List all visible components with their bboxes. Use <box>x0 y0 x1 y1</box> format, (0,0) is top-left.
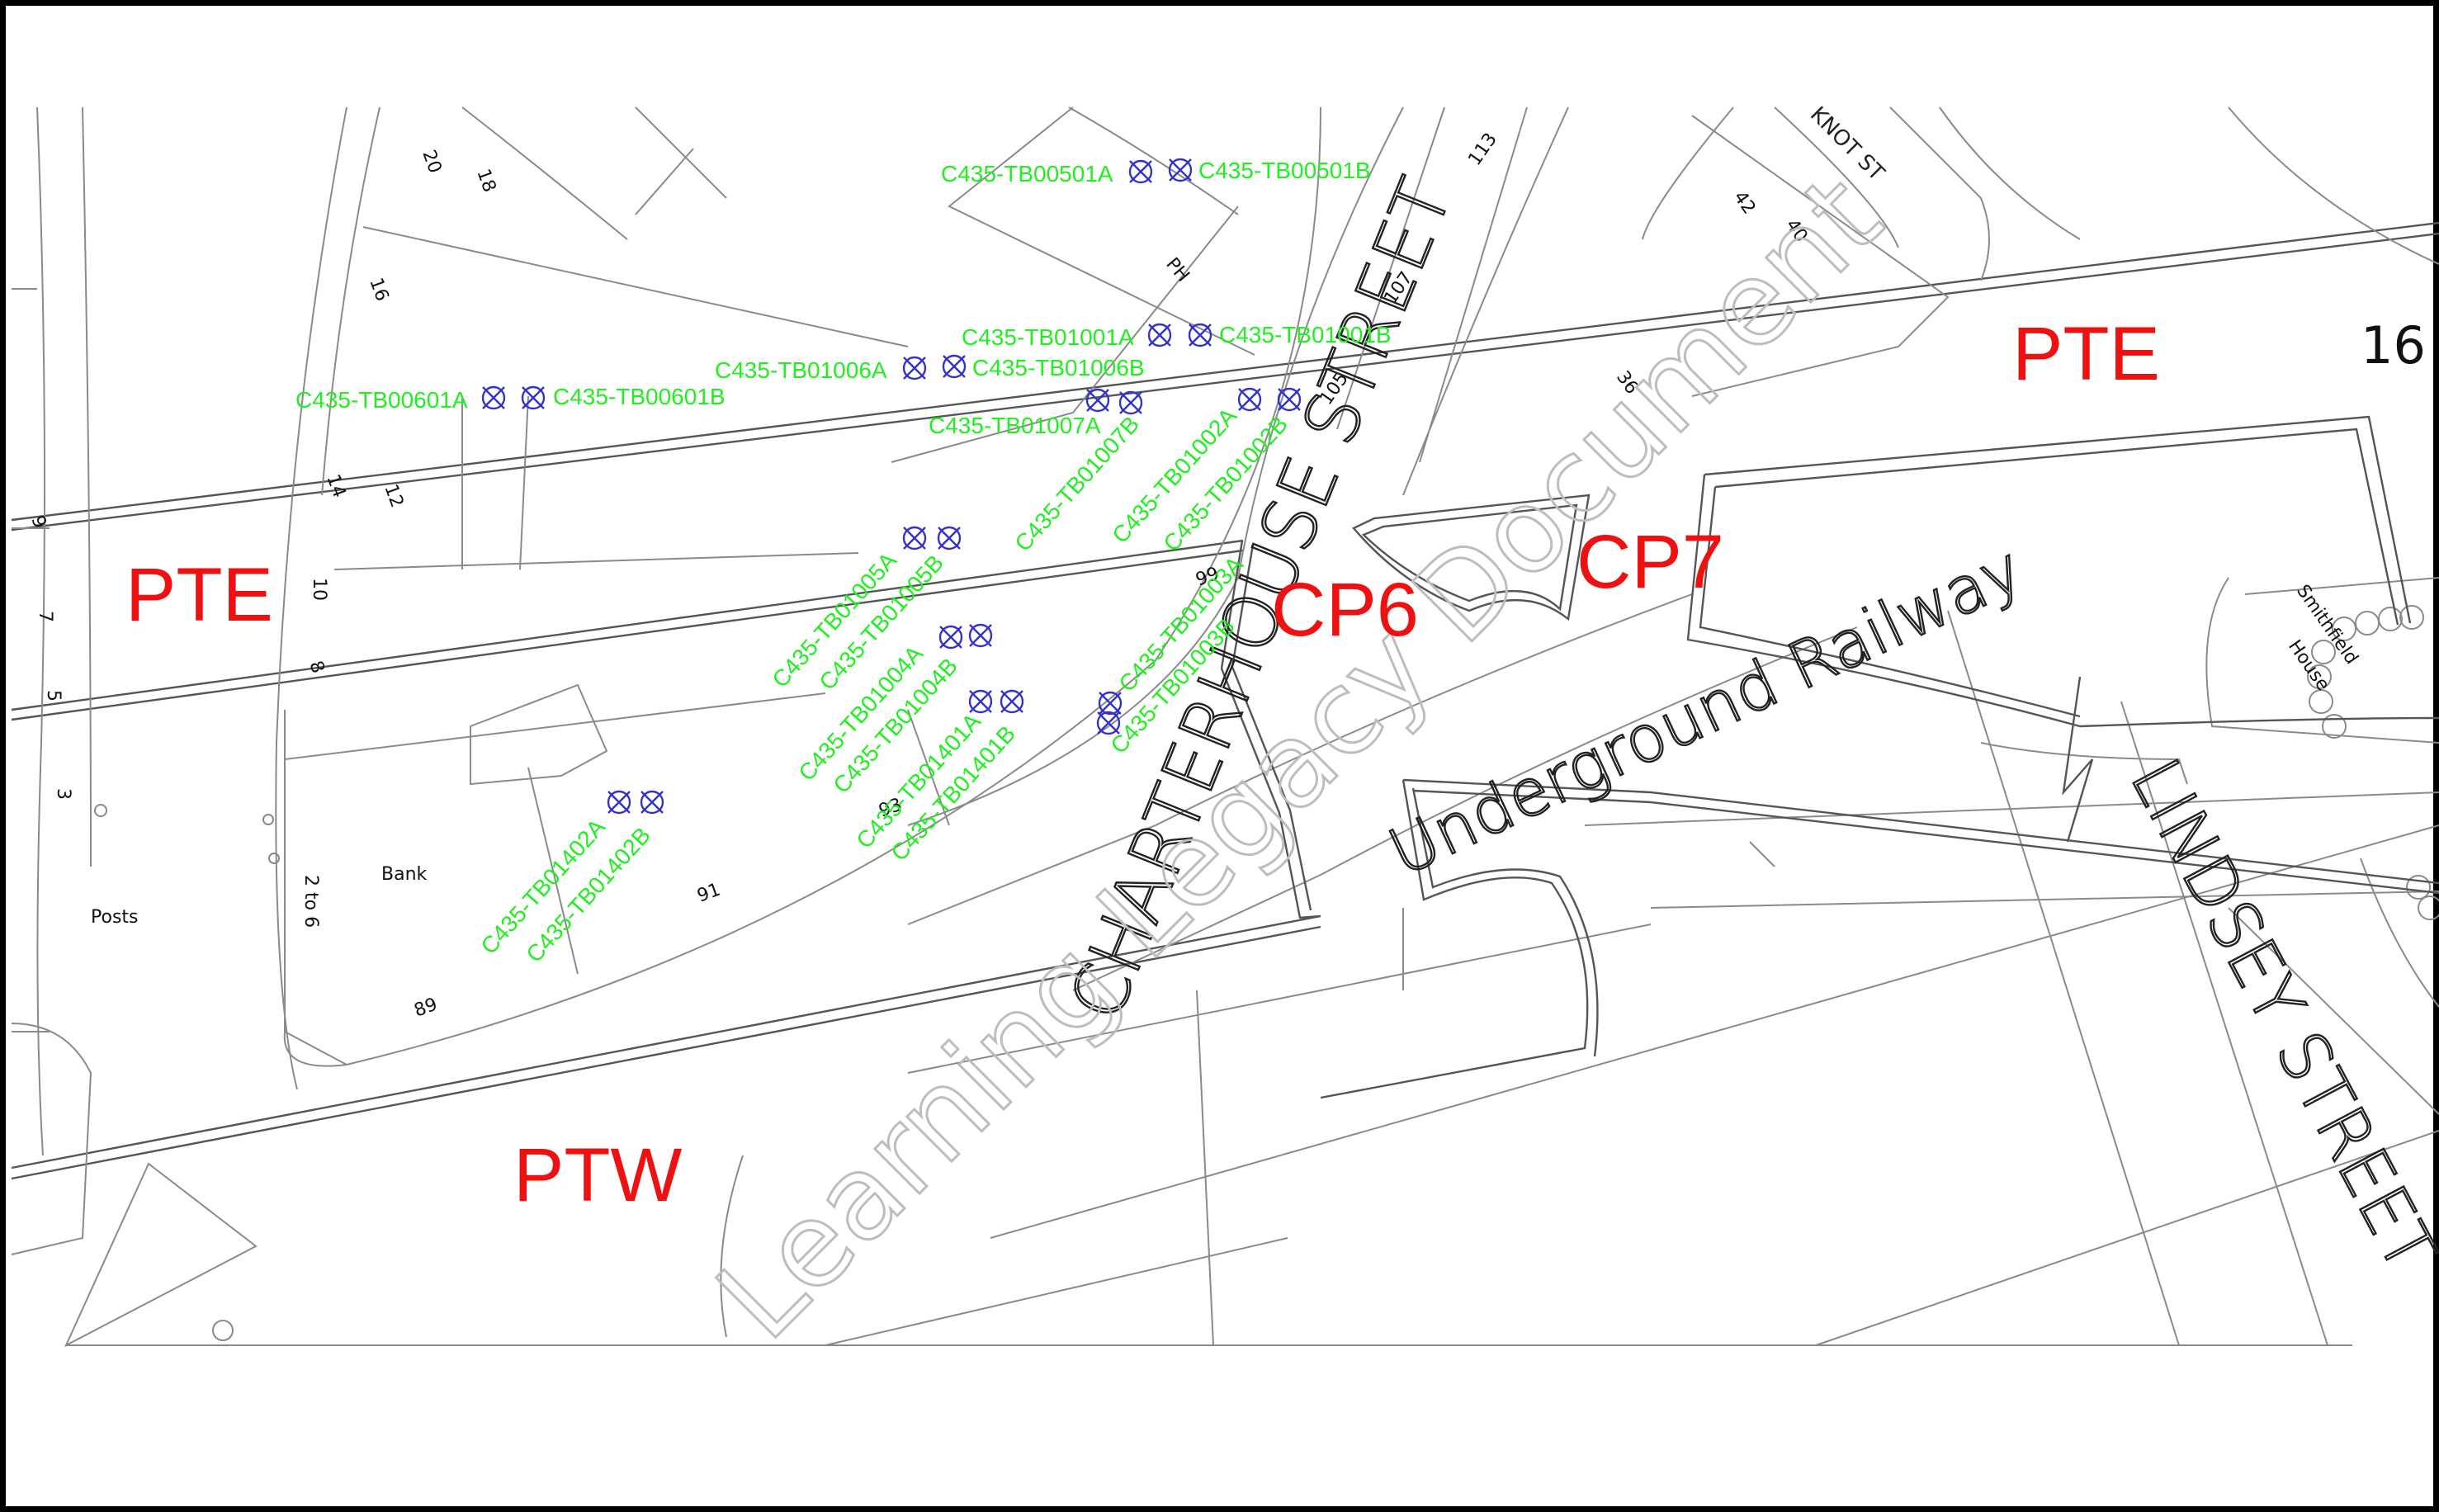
borehole-marker-icon <box>902 356 927 380</box>
borehole-marker-icon <box>521 385 546 410</box>
property-number: 18 <box>472 167 499 196</box>
property-number: 89 <box>412 995 441 1022</box>
property-number: 16 <box>365 276 392 305</box>
borehole-label: C435-TB00601A <box>295 387 468 413</box>
borehole-marker-icon <box>1118 390 1143 415</box>
ph-label: PH <box>1161 254 1193 286</box>
property-number: 91 <box>695 880 724 907</box>
borehole-marker-icon <box>1096 711 1121 735</box>
borehole-marker-icon <box>1237 387 1262 412</box>
borehole-marker-icon <box>968 689 993 714</box>
borehole-marker-icon <box>1000 689 1024 714</box>
base-map-linework <box>11 106 2439 1348</box>
borehole-marker-icon <box>1128 159 1153 184</box>
borehole-label: C435-TB01001A <box>962 324 1134 350</box>
site-boundaries <box>1220 415 2439 1099</box>
borehole-label: C435-TB00601B <box>553 384 726 409</box>
property-number: 113 <box>1464 130 1501 170</box>
borehole-markers <box>481 158 1302 815</box>
street-lindsey: LINDSEY STREET <box>2115 747 2439 1284</box>
borehole-marker-icon <box>1168 158 1193 182</box>
property-number: 2 to 6 <box>300 875 321 928</box>
property-number: 8 <box>305 659 328 677</box>
property-number: 20 <box>418 148 445 177</box>
cut-number-label: 16 <box>2361 315 2426 376</box>
borehole-label: C435-TB01006A <box>715 357 887 383</box>
borehole-marker-icon <box>640 790 664 815</box>
property-number: 12 <box>380 482 407 511</box>
zone-label-cp6: CP6 <box>1271 568 1419 652</box>
borehole-label: C435-TB01006B <box>972 355 1145 380</box>
zone-label-ptw: PTW <box>513 1133 683 1217</box>
borehole-marker-icon <box>481 385 506 410</box>
borehole-marker-icon <box>1098 691 1123 716</box>
borehole-label: C435-TB01001B <box>1219 322 1392 347</box>
zone-label-pte-left: PTE <box>125 553 273 637</box>
zone-label-pte-right: PTE <box>2012 312 2160 396</box>
borehole-marker-icon <box>1085 388 1110 413</box>
borehole-marker-icon <box>968 623 993 648</box>
posts-label: Posts <box>91 907 139 928</box>
property-number: 14 <box>322 472 349 501</box>
borehole-marker-icon <box>942 354 967 379</box>
borehole-marker-icon <box>1188 323 1212 347</box>
property-number: 10 <box>309 578 329 601</box>
property-number: 5 <box>43 690 64 702</box>
property-number: 7 <box>35 611 55 622</box>
zone-label-cp7: CP7 <box>1576 520 1724 604</box>
house-label: House <box>2284 636 2333 695</box>
borehole-marker-icon <box>1277 387 1302 412</box>
property-number: 3 <box>53 788 73 800</box>
borehole-marker-icon <box>1147 323 1172 347</box>
borehole-label: C435-TB00501A <box>941 161 1113 187</box>
borehole-marker-icon <box>938 625 963 650</box>
borehole-label: C435-TB01007A <box>929 413 1101 438</box>
bank-label: Bank <box>381 864 428 885</box>
borehole-marker-icon <box>607 790 631 815</box>
zone-labels: PTE PTE PTW CP6 CP7 <box>125 312 2160 1217</box>
borehole-marker-icon <box>937 526 962 550</box>
borehole-label: C435-TB00501B <box>1198 158 1371 183</box>
borehole-marker-icon <box>902 526 927 550</box>
